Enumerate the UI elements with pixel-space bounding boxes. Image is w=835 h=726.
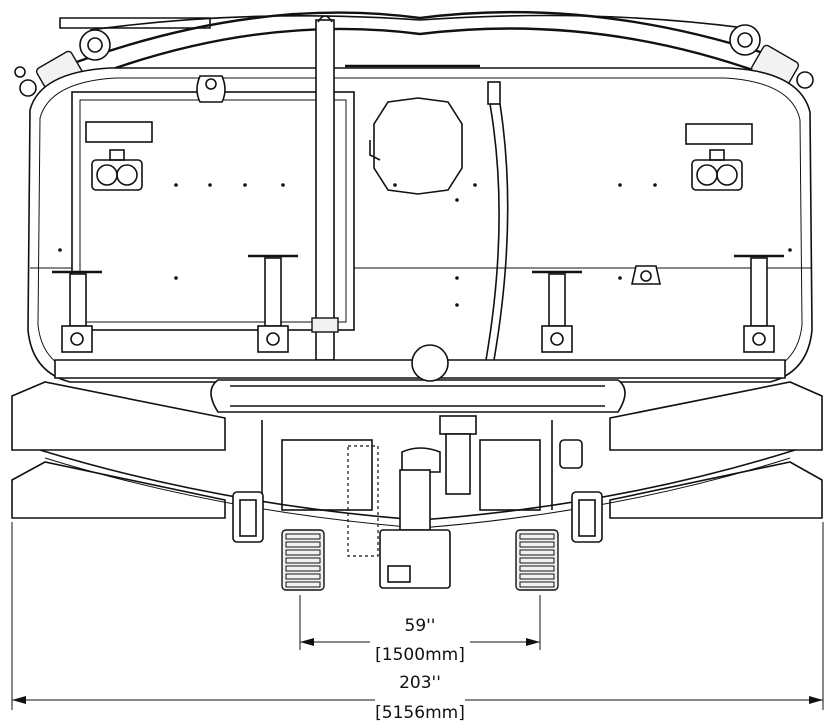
rivet — [653, 183, 657, 187]
left-track-wheel — [232, 491, 325, 591]
lower-frame — [54, 344, 786, 413]
right-bumper — [609, 381, 823, 519]
tread-segment — [285, 581, 321, 588]
rivet — [618, 183, 622, 187]
tread-segment — [519, 549, 555, 556]
rivet-dots — [58, 183, 792, 307]
jack-3 — [532, 270, 582, 353]
manway-hatch-icon — [345, 64, 480, 195]
track-gauge-dimension: 59'' [1500mm] — [299, 595, 541, 665]
rivet — [243, 183, 247, 187]
rivet — [174, 276, 178, 280]
tread-segment — [285, 541, 321, 548]
tread-segment — [519, 533, 555, 540]
rivet — [174, 183, 178, 187]
overall-width-metric: [5156mm] — [375, 703, 465, 723]
jack-4 — [734, 254, 784, 353]
drain-hose — [485, 81, 509, 361]
rivet — [393, 183, 397, 187]
tie-down-ring-icon — [631, 265, 661, 285]
rivet — [58, 248, 62, 252]
left-tail-light-icon — [91, 149, 143, 191]
tread-segment — [519, 573, 555, 580]
jack-1 — [52, 270, 102, 353]
left-track-tread — [285, 533, 321, 588]
jack-2 — [248, 254, 298, 353]
tread-segment — [285, 549, 321, 556]
rivet — [281, 183, 285, 187]
rivet — [455, 198, 459, 202]
tread-segment — [519, 557, 555, 564]
overall-width-imperial: 203'' — [399, 673, 441, 693]
rivet — [618, 276, 622, 280]
tread-segment — [285, 533, 321, 540]
left-equipment-box — [71, 75, 355, 331]
rivet — [788, 248, 792, 252]
left-bumper — [11, 381, 226, 519]
tread-segment — [285, 573, 321, 580]
rivet — [208, 183, 212, 187]
right-track-wheel — [515, 491, 603, 591]
undercarriage-frame — [261, 420, 553, 511]
right-valve-icon — [729, 24, 814, 90]
tread-segment — [285, 557, 321, 564]
vertical-vent-pipe — [311, 15, 339, 361]
right-track-tread — [519, 533, 555, 588]
track-gauge-imperial: 59'' — [405, 616, 436, 636]
tread-segment — [519, 581, 555, 588]
tread-segment — [519, 565, 555, 572]
top-piping-assembly — [14, 10, 814, 97]
tread-segment — [285, 565, 321, 572]
undercarriage-pump — [347, 415, 583, 589]
rivet — [473, 183, 477, 187]
overall-width-dimension: 203'' [5156mm] — [11, 522, 824, 723]
rivet — [455, 303, 459, 307]
track-gauge-metric: [1500mm] — [375, 645, 465, 665]
rivet — [455, 276, 459, 280]
right-tail-light-icon — [685, 123, 753, 191]
leveling-jacks — [52, 254, 784, 353]
tread-segment — [519, 541, 555, 548]
